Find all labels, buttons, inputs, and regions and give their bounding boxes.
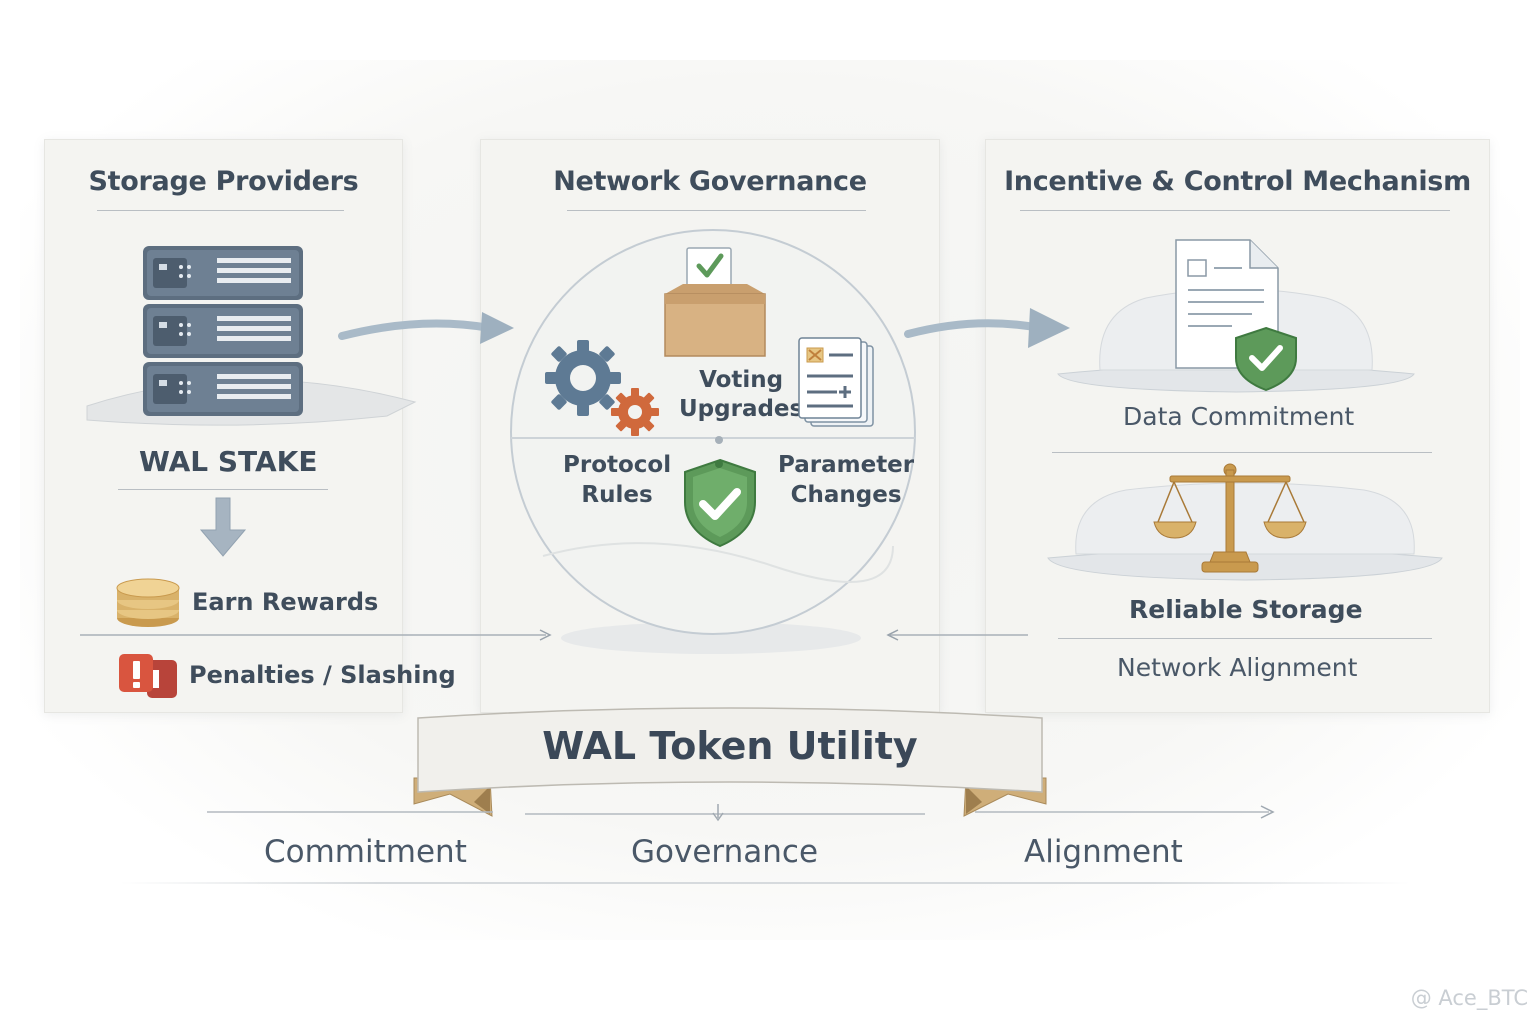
warning-icon — [119, 654, 177, 698]
reliable-storage-label: Reliable Storage — [1129, 595, 1363, 624]
governance-dome — [510, 229, 917, 654]
document-stack-icon — [798, 337, 874, 427]
stake-divider — [118, 489, 328, 490]
network-governance-panel: Network Governance — [480, 139, 940, 713]
parameter-changes-label: Parameter Changes — [778, 452, 915, 508]
network-governance-title: Network Governance — [553, 166, 867, 197]
thin-arrow-return — [886, 629, 1028, 641]
watermark: @ Ace_BTC — [1410, 986, 1528, 1010]
down-arrow-icon — [199, 497, 247, 557]
document-shield-icon — [1175, 239, 1297, 392]
data-commitment-label: Data Commitment — [1123, 402, 1355, 431]
title-divider — [1020, 210, 1450, 211]
bottom-shadow-line — [120, 882, 1410, 884]
thin-arrow-rewards — [80, 629, 552, 641]
wal-token-utility-title: WAL Token Utility — [542, 724, 918, 768]
section-divider — [1052, 452, 1432, 453]
protocol-rules-label: Protocol Rules — [563, 452, 672, 508]
storage-providers-title: Storage Providers — [88, 166, 359, 197]
storage-providers-panel: Storage Providers — [44, 139, 456, 713]
coin-stack-icon — [116, 578, 180, 627]
title-divider — [97, 210, 344, 211]
gears-icon — [545, 340, 659, 436]
section-divider — [1058, 638, 1432, 639]
network-alignment-label: Network Alignment — [1117, 653, 1358, 682]
ribbon-banner — [413, 707, 1047, 817]
flow-arrow-left-to-mid — [338, 312, 514, 344]
governance-label: Governance — [631, 834, 819, 870]
voting-upgrades-label: Voting Upgrades — [679, 367, 804, 422]
server-stack-icon — [86, 246, 417, 426]
wal-stake-label: WAL STAKE — [139, 445, 318, 478]
earn-rewards-label: Earn Rewards — [192, 588, 379, 616]
penalties-slashing-label: Penalties / Slashing — [189, 661, 456, 689]
commitment-label: Commitment — [264, 834, 467, 870]
alignment-label: Alignment — [1024, 834, 1183, 870]
incentive-control-title: Incentive & Control Mechanism — [1004, 166, 1471, 197]
bottom-flow-line — [207, 804, 1275, 822]
incentive-control-panel: Incentive & Control Mechanism Data Commi… — [985, 139, 1490, 713]
title-divider — [567, 210, 866, 211]
ballot-box-icon — [664, 247, 766, 357]
balance-scale-icon — [1153, 463, 1307, 573]
flow-arrow-mid-to-right — [904, 308, 1070, 348]
shield-check-icon — [684, 458, 756, 548]
